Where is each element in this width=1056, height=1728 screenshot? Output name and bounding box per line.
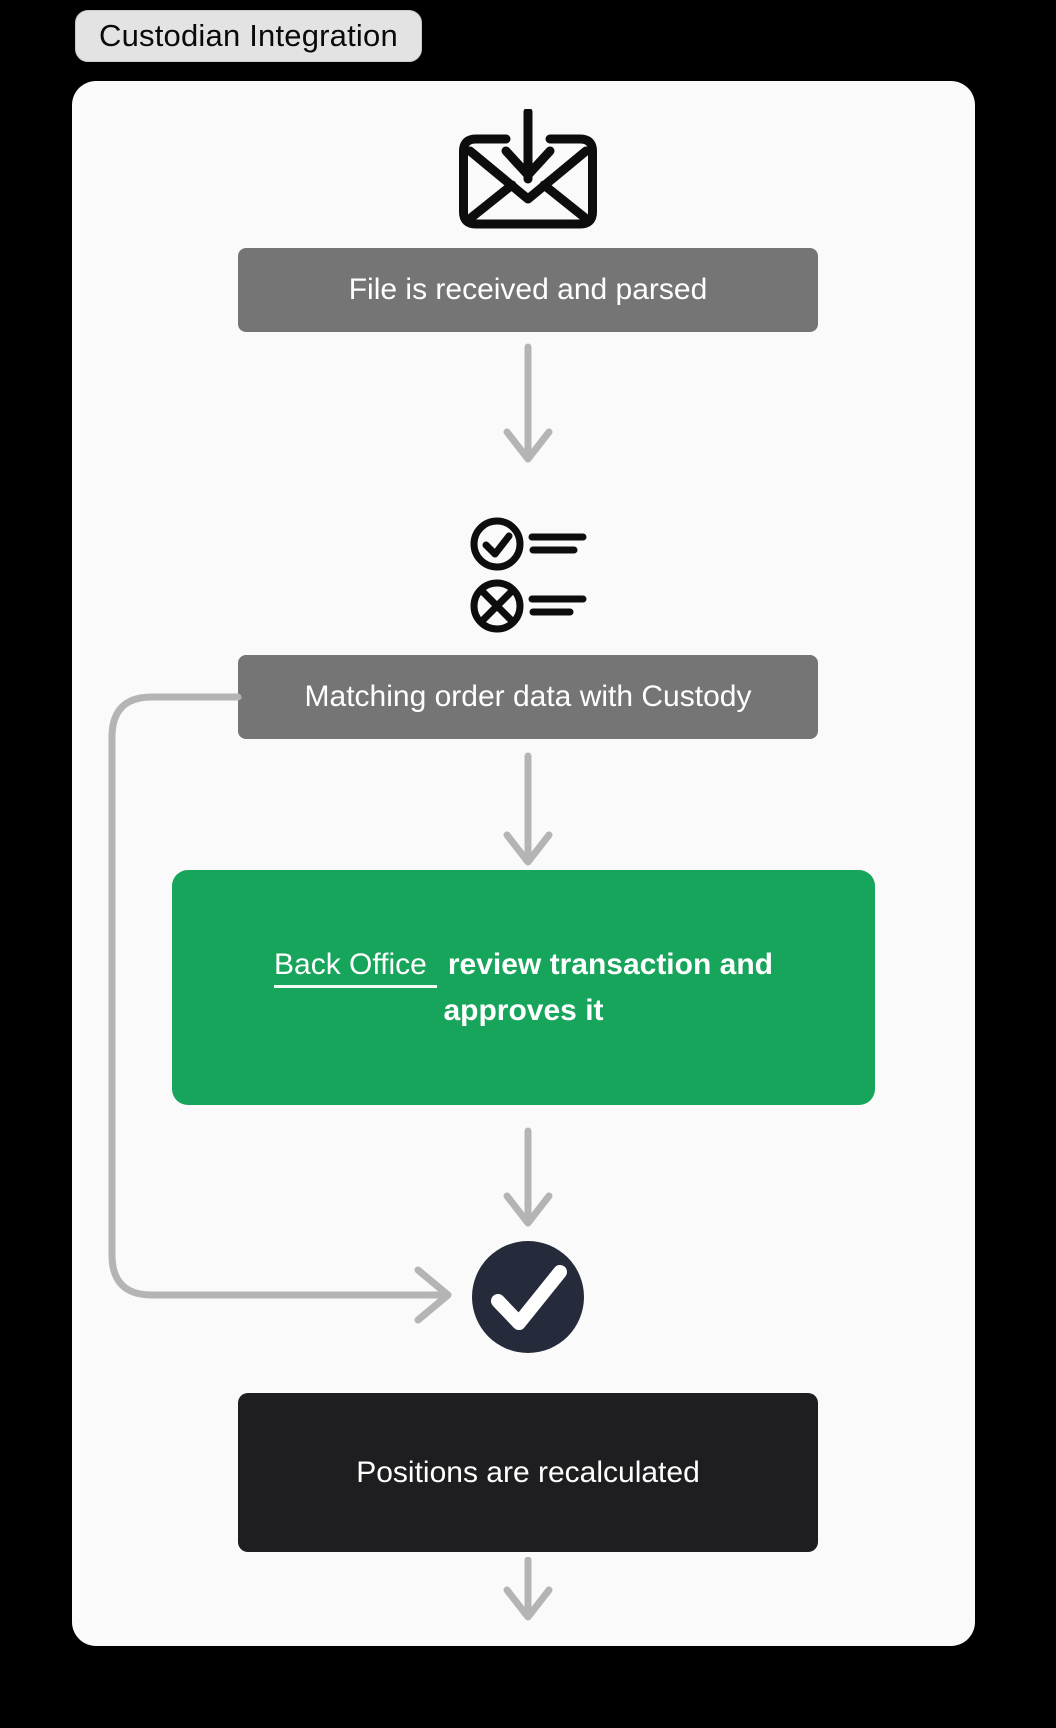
approved-check-circle [472, 1241, 584, 1353]
match-checklist-icon [470, 517, 587, 633]
flow-arrow-down-4 [503, 1557, 553, 1621]
node-back-office-review: Back Office review transaction and approv… [172, 870, 875, 1105]
flow-arrow-down-2 [503, 752, 553, 866]
node-positions-recalculated: Positions are recalculated [238, 1393, 818, 1552]
node-file-received-label: File is received and parsed [348, 273, 708, 306]
mail-download-icon [459, 109, 597, 229]
flow-arrow-down-3 [503, 1127, 553, 1227]
skip-connector-arrow [108, 693, 452, 1324]
back-office-link[interactable]: Back Office [274, 947, 437, 988]
diagram-title-badge: Custodian Integration [75, 10, 422, 62]
back-office-line-2: approves it [443, 993, 604, 1027]
back-office-line-1: Back Office review transaction and [274, 942, 773, 988]
diagram-title: Custodian Integration [99, 18, 398, 53]
flow-arrow-down-1 [503, 343, 553, 463]
flowchart-card: File is received and parsed Matching ord… [72, 81, 975, 1646]
check-circle-icon [491, 1265, 567, 1330]
node-matching-order: Matching order data with Custody [238, 655, 818, 739]
node-file-received: File is received and parsed [238, 248, 818, 332]
node-matching-order-label: Matching order data with Custody [304, 680, 752, 713]
review-text: review transaction and [447, 947, 773, 981]
node-positions-recalculated-label: Positions are recalculated [356, 1455, 700, 1489]
